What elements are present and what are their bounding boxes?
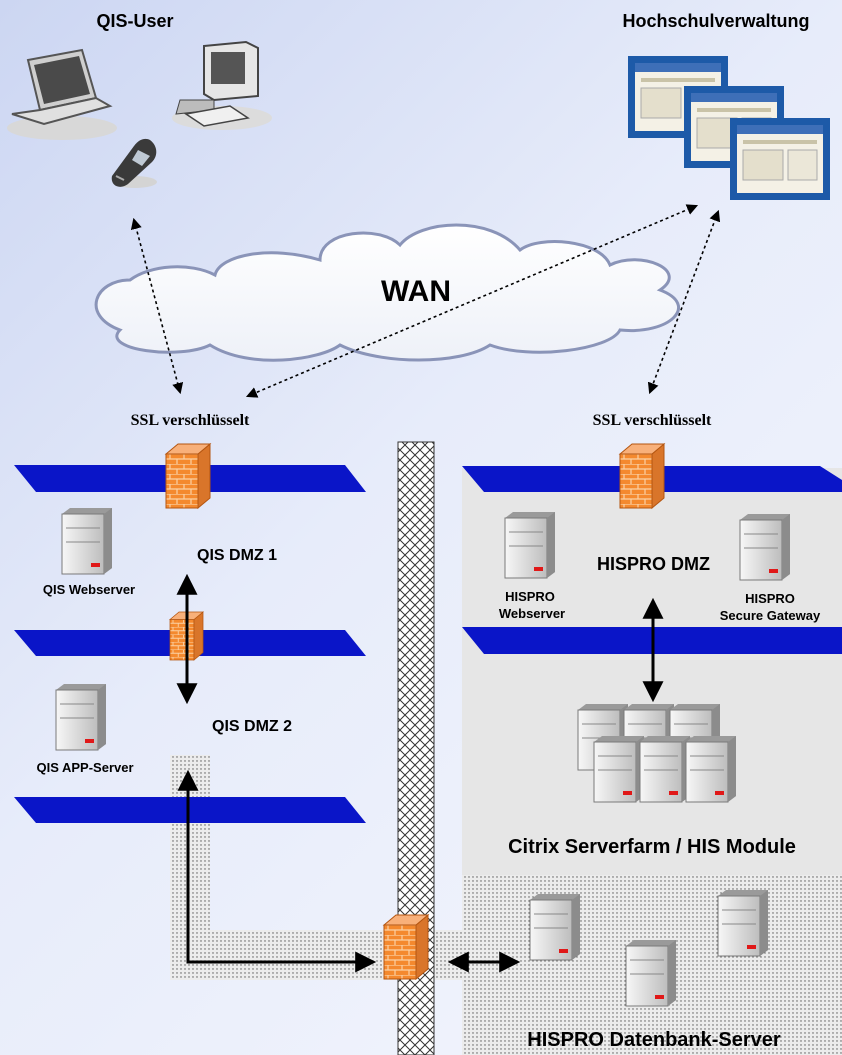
qis-app-server-label: QIS APP-Server xyxy=(36,760,133,775)
hispro-dmz-label: HISPRO DMZ xyxy=(597,554,710,574)
wan-label: WAN xyxy=(381,275,451,308)
arrow-qis-app-to-firewall xyxy=(177,769,377,973)
ssl-links xyxy=(130,204,721,398)
hochschulverwaltung-title: Hochschulverwaltung xyxy=(622,11,809,31)
firewall-internal-icon xyxy=(383,914,429,980)
hispro-gateway-label-2: Secure Gateway xyxy=(720,608,821,623)
hispro-secure-gateway-icon xyxy=(739,513,791,581)
qis-dmz2-label: QIS DMZ 2 xyxy=(212,718,292,735)
ssl-link-admin-to-hispro xyxy=(647,209,721,395)
qis-app-server-icon xyxy=(55,683,107,751)
hispro-gateway-label-1: HISPRO xyxy=(745,591,795,606)
desktop-pc-icon xyxy=(172,40,272,130)
hispro-webserver-icon xyxy=(504,511,556,579)
db-server-1-icon xyxy=(529,893,581,961)
db-server-3-icon xyxy=(717,889,769,957)
datenbank-server-label: HISPRO Datenbank-Server xyxy=(527,1029,781,1051)
qis-user-title: QIS-User xyxy=(96,11,173,31)
db-server-2-icon xyxy=(625,939,677,1007)
wan-cloud: WAN xyxy=(94,223,680,362)
connection-arrows xyxy=(176,573,664,973)
firewall-hispro-dmz-icon xyxy=(619,443,665,509)
citrix-server-farm-icon xyxy=(577,703,737,803)
qis-webserver-label: QIS Webserver xyxy=(43,582,135,597)
admin-workstation-window-3 xyxy=(729,117,831,201)
hispro-webserver-label-1: HISPRO xyxy=(505,589,555,604)
mobile-phone-icon xyxy=(111,138,157,188)
ssl-label-left: SSL verschlüsselt xyxy=(131,412,250,429)
citrix-serverfarm-label: Citrix Serverfarm / HIS Module xyxy=(508,836,796,858)
qis-dmz1-label: QIS DMZ 1 xyxy=(197,547,277,564)
qis-webserver-icon xyxy=(61,507,113,575)
laptop-icon xyxy=(7,48,117,140)
hispro-webserver-label-2: Webserver xyxy=(499,606,565,621)
qis-dmz2-bus xyxy=(14,797,366,823)
firewall-qis-dmz1-icon xyxy=(165,443,211,509)
ssl-label-right: SSL verschlüsselt xyxy=(593,412,712,429)
